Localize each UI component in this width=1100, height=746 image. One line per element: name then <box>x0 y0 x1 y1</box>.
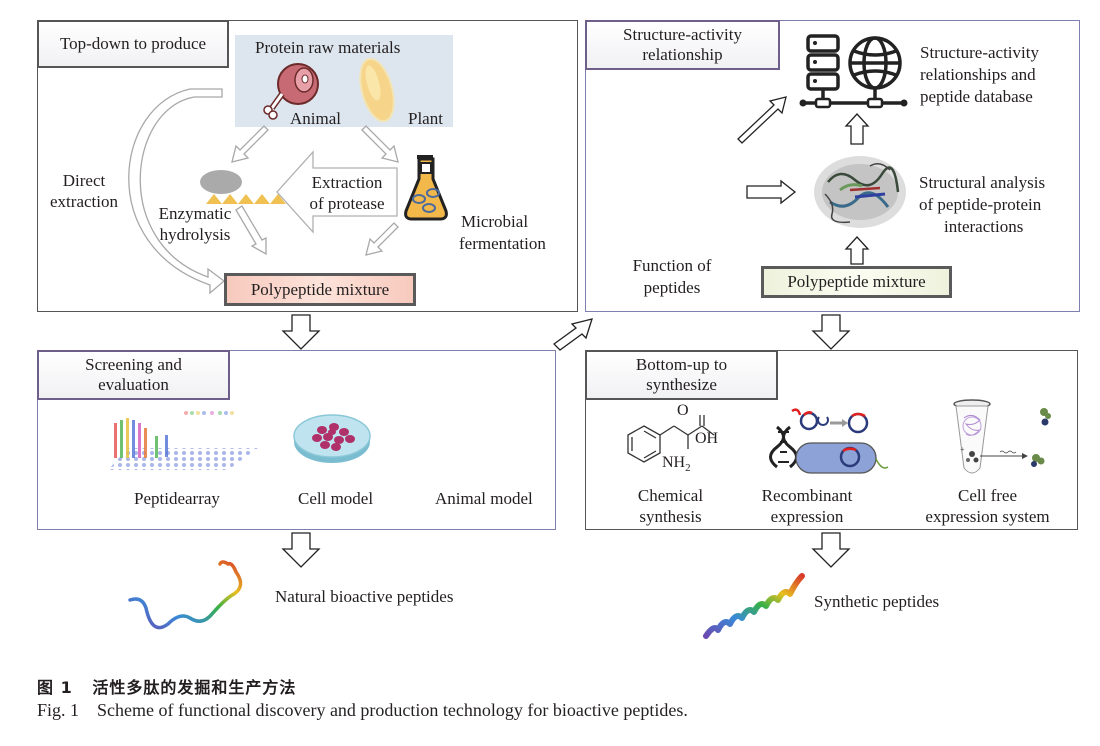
bottom-up-item-chemical-synthesis: Chemical synthesis <box>637 486 704 526</box>
bottom-up-item-cell-free-expression: Cell free expression system <box>925 486 1050 526</box>
animal-label: Animal <box>290 109 341 128</box>
svg-text:+: + <box>960 445 965 454</box>
arrow-structure-to-bottom-up <box>811 314 851 350</box>
arrow-top-down-to-screening <box>281 314 321 350</box>
arrow-function-to-database <box>737 96 787 144</box>
chem-nh2-label: NH2 <box>662 454 691 475</box>
arrow-bottom-up-to-synthetic <box>811 532 851 568</box>
synthetic-peptides-label: Synthetic peptides <box>814 592 940 611</box>
database-label: Structure-activity relationships and pep… <box>920 43 1039 106</box>
arrow-screening-to-function <box>553 318 593 351</box>
peptide-array-icon <box>108 411 258 470</box>
chem-oh-label: OH <box>695 430 719 447</box>
arrow-fermentation-to-mixture <box>365 222 399 256</box>
extraction-of-protease-arrow <box>276 150 398 234</box>
structure-activity-title: Structure-activity relationship <box>585 20 780 70</box>
function-of-peptides-label: Function of peptides <box>632 256 712 297</box>
raw-materials-label: Protein raw materials <box>255 38 401 57</box>
screening-item-animal-model: Animal model <box>435 489 533 508</box>
enzymatic-hydrolysis-label: Enzymatic hydrolysis <box>158 204 232 244</box>
arrow-enzymatic-to-mixture <box>235 205 267 256</box>
arrow-function-to-analysis <box>746 179 797 205</box>
direct-extraction-label: Direct extraction <box>50 171 118 211</box>
polypeptide-mixture-box: Polypeptide mixture <box>224 273 416 306</box>
synthetic-peptide-helix-icon <box>703 573 805 639</box>
polypeptide-mixture-input-box: Polypeptide mixture <box>761 266 952 298</box>
arrow-to-enzymatic <box>231 125 269 163</box>
microbial-fermentation-label: Microbial fermentation <box>459 212 546 253</box>
screening-title: Screening and evaluation <box>37 350 230 400</box>
arrow-to-fermentation <box>361 125 399 163</box>
fermentation-flask-icon <box>404 155 448 221</box>
extraction-of-protease-label: Extraction of protease <box>309 173 385 213</box>
figure-caption-chinese: 图 1 活性多肽的发掘和生产方法 <box>37 678 297 697</box>
arrow-screening-to-natural <box>281 532 321 568</box>
cell-model-petri-dish-icon <box>293 414 371 463</box>
bottom-up-item-recombinant-expression: Recombinant expression <box>761 486 853 526</box>
arrow-analysis-to-database <box>844 113 870 145</box>
database-globe-icon <box>799 34 908 109</box>
enzymatic-hydrolysis-icon <box>200 170 286 204</box>
natural-bioactive-peptides-label: Natural bioactive peptides <box>275 587 454 606</box>
bottom-up-panel: Bottom-up to synthesize <box>585 350 1078 530</box>
natural-peptide-structure-icon <box>128 560 243 630</box>
protein-structure-icon <box>814 156 906 228</box>
phenylalanine-structure-icon <box>627 415 715 463</box>
structural-analysis-label: Structural analysis of peptide-protein i… <box>919 173 1046 236</box>
plant-seed-icon <box>359 57 395 123</box>
screening-item-cell-model: Cell model <box>298 489 374 508</box>
figure-caption-english: Fig. 1 Scheme of functional discovery an… <box>37 700 688 720</box>
recombinant-expression-icon <box>769 408 889 474</box>
top-down-title: Top-down to produce <box>37 20 229 68</box>
meat-icon <box>263 63 319 120</box>
plant-label: Plant <box>408 109 443 128</box>
arrow-mixture-to-analysis <box>844 236 870 265</box>
cell-free-tube-icon: + <box>953 399 1051 474</box>
chem-oxygen-label: O <box>677 402 689 419</box>
bottom-up-title: Bottom-up to synthesize <box>585 350 778 400</box>
screening-item-peptidearray: Peptidearray <box>134 489 220 508</box>
